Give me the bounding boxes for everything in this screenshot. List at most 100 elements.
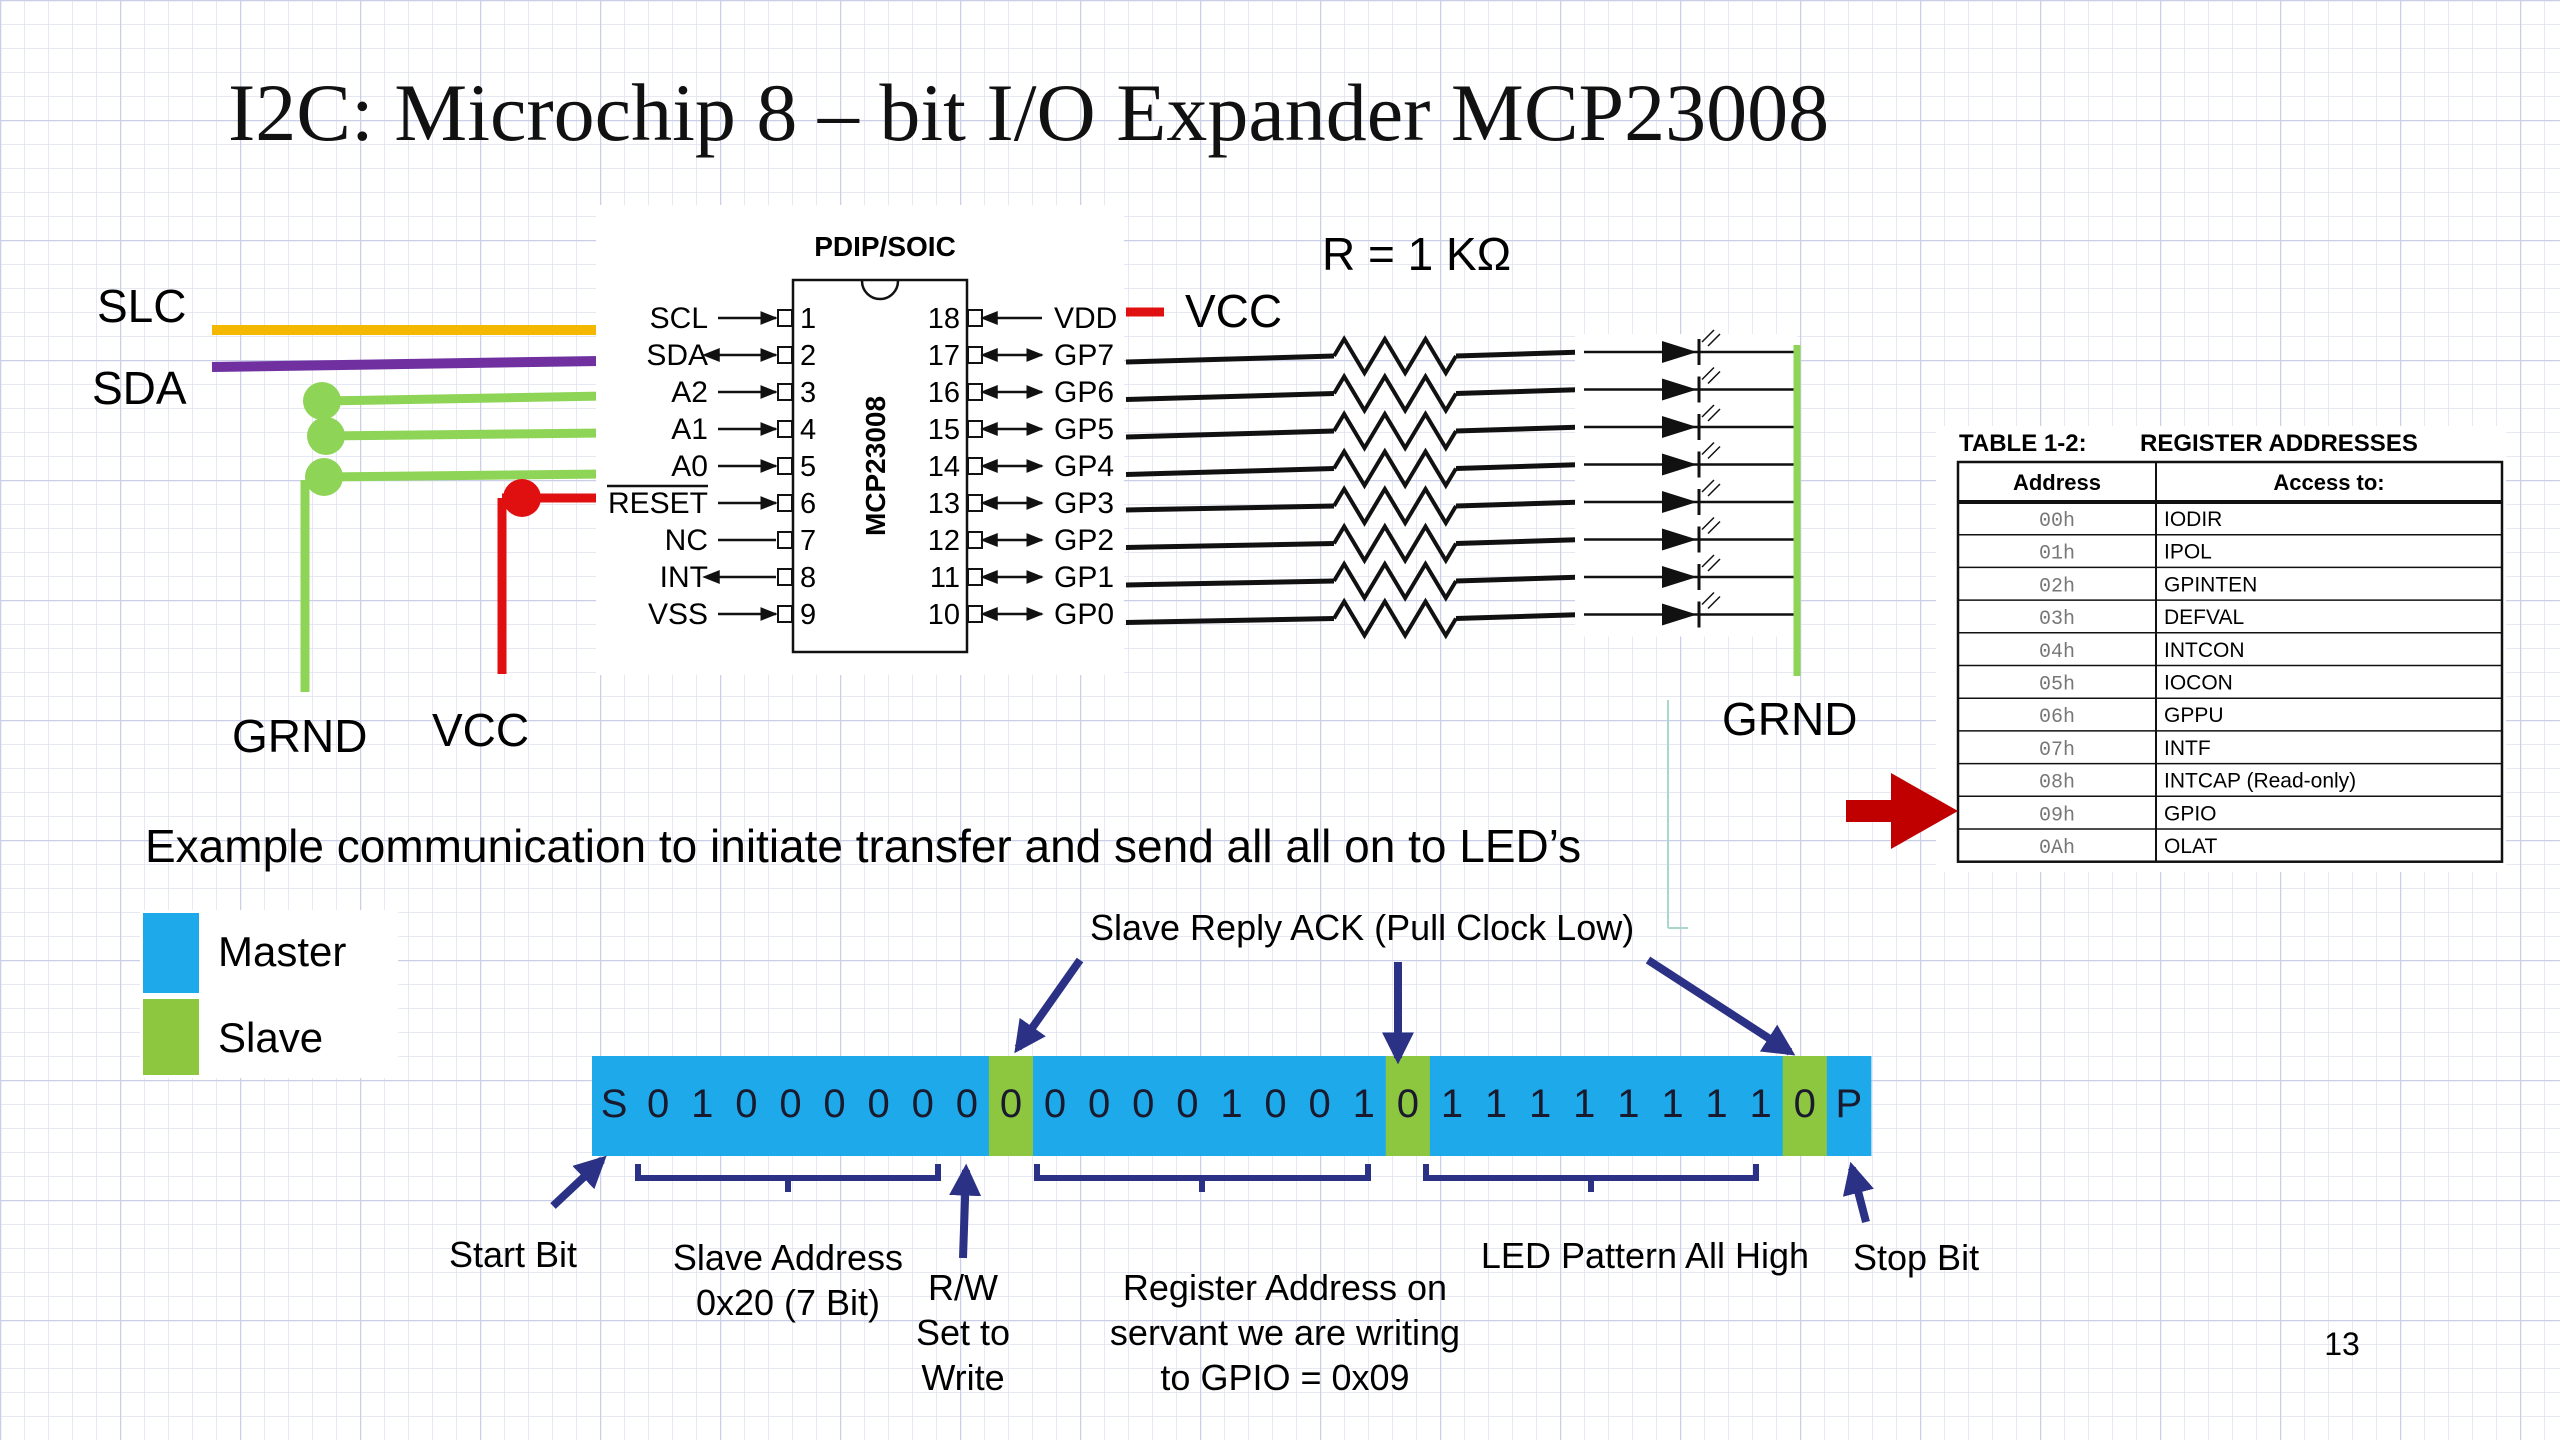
left-pin-pad — [777, 309, 793, 327]
sda-wire — [211, 356, 601, 372]
table-cell-address: 01h — [2039, 543, 2075, 566]
grnd-right-label: GRND — [1722, 693, 1857, 745]
resistor-led-wire — [1455, 499, 1585, 509]
register-address-annotation-2: servant we are writing — [1110, 1312, 1460, 1353]
bit-cell — [1385, 1056, 1431, 1156]
left-pin-number: 7 — [800, 525, 816, 557]
left-pin-number: 6 — [800, 488, 816, 520]
led-diode — [1662, 416, 1697, 438]
register-address-annotation-3: to GPIO = 0x09 — [1160, 1357, 1409, 1398]
bit-cell — [900, 1056, 946, 1156]
table-cell-register: INTCAP (Read-only) — [2164, 770, 2356, 793]
left-pin-number: 2 — [800, 340, 816, 372]
bit-cell — [636, 1056, 681, 1156]
led-emission — [1707, 558, 1721, 572]
table-header-access: Access to: — [2273, 470, 2384, 495]
resistor-led-wire — [1455, 387, 1585, 396]
right-pin-pad — [967, 605, 983, 623]
right-pin-name: GP3 — [1054, 487, 1114, 520]
a2-ground-wire — [321, 391, 606, 406]
bit-value: 0 — [1264, 1082, 1286, 1126]
bit-cell — [1165, 1056, 1210, 1156]
slave-address-annotation-1: Slave Address — [673, 1237, 903, 1278]
a1-ground-wire — [321, 428, 606, 441]
led-circuit: VCC R = 1 KΩ GRND — [1125, 228, 1857, 929]
resistor-led-wire — [1455, 574, 1585, 584]
rw-annotation-2: Set to — [916, 1312, 1010, 1353]
right-pin-name: GP1 — [1054, 561, 1114, 594]
left-pin-number: 5 — [800, 451, 816, 483]
left-pin-name: A0 — [671, 450, 708, 483]
bit-value: 0 — [735, 1082, 757, 1126]
led-emission — [1707, 483, 1721, 497]
right-pin-name: GP0 — [1054, 598, 1114, 631]
ack-annotation: Slave Reply ACK (Pull Clock Low) — [1090, 907, 1634, 948]
led-emission — [1701, 591, 1715, 606]
table-cell-register: IOCON — [2164, 672, 2233, 695]
bit-value: 0 — [912, 1082, 934, 1126]
bit-value: 0 — [868, 1082, 890, 1126]
bit-value: 0 — [1000, 1082, 1022, 1126]
right-pin-name: GP6 — [1054, 376, 1114, 409]
resistor-led-wire — [1455, 537, 1585, 546]
right-pin-number: 18 — [928, 303, 960, 335]
table-cell-register: IODIR — [2164, 508, 2222, 531]
bit-cell — [1297, 1056, 1343, 1156]
bit-value: 1 — [1529, 1082, 1551, 1126]
gp-wire — [1125, 503, 1335, 513]
led-emission — [1707, 370, 1721, 385]
bit-cell — [680, 1056, 725, 1156]
table-frame — [1956, 460, 2504, 863]
resistor-led-rows — [1125, 329, 1797, 640]
left-pin-name: INT — [660, 561, 708, 594]
led-emission — [1701, 404, 1715, 418]
slide-title: I2C: Microchip 8 – bit I/O Expander MCP2… — [228, 67, 1829, 158]
bit-cell — [1826, 1056, 1872, 1156]
bit-cell — [1253, 1056, 1299, 1156]
bit-cell — [1474, 1056, 1519, 1156]
table-cell-address: 02h — [2039, 575, 2075, 598]
package-label: PDIP/SOIC — [814, 231, 956, 262]
resistor — [1332, 447, 1458, 490]
gp-wire — [1125, 353, 1335, 365]
table-cell-address: 05h — [2039, 674, 2075, 697]
bit-cell — [988, 1056, 1034, 1156]
right-pin-number: 17 — [928, 340, 960, 372]
led-diode — [1662, 341, 1697, 363]
table-cell-register: IPOL — [2164, 541, 2212, 564]
rw-annotation-1: R/W — [928, 1267, 998, 1308]
bit-cell — [812, 1056, 858, 1156]
start-bit-annotation: Start Bit — [449, 1234, 577, 1275]
table-cell-register: GPIO — [2164, 802, 2217, 825]
left-pin-number: 1 — [800, 303, 816, 335]
led-diode — [1662, 566, 1697, 588]
right-pin-number: 16 — [928, 377, 960, 409]
right-pin-pad — [967, 568, 983, 586]
stop-bit-annotation: Stop Bit — [1853, 1237, 1979, 1278]
led-diode — [1662, 491, 1697, 513]
page-number: 13 — [2324, 1326, 2360, 1362]
table-cell-address: 04h — [2039, 641, 2075, 664]
table-cell-address: 03h — [2039, 608, 2075, 631]
bit-cell — [1782, 1056, 1828, 1156]
left-pin-pad — [777, 420, 793, 438]
rw-annotation-3: Write — [921, 1357, 1004, 1398]
register-address-annotation-1: Register Address on — [1123, 1267, 1447, 1308]
bit-value: 0 — [823, 1082, 845, 1126]
left-pin-pad — [777, 383, 793, 401]
right-pin-number: 11 — [930, 562, 960, 594]
bit-cell — [1650, 1056, 1695, 1156]
right-pin-number: 12 — [928, 525, 960, 557]
right-pin-pad — [967, 383, 983, 401]
resistor-led-wire — [1455, 462, 1585, 471]
left-pin-number: 8 — [800, 562, 816, 594]
right-pin-name: VDD — [1054, 302, 1117, 335]
right-pin-number: 13 — [928, 488, 960, 520]
bit-cell — [1562, 1056, 1607, 1156]
right-pin-pad — [967, 494, 983, 512]
left-pin-name: SDA — [646, 339, 708, 372]
